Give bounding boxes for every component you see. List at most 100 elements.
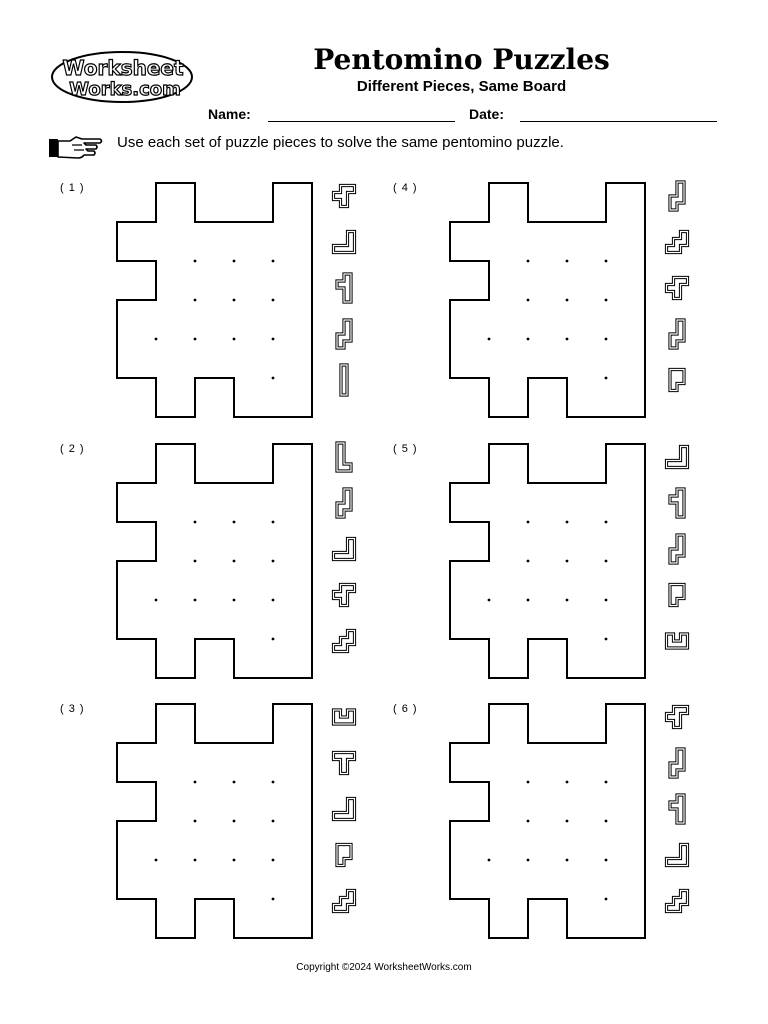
grid-dot [604, 598, 608, 602]
grid-dot [565, 858, 569, 862]
puzzle-board[interactable] [115, 703, 325, 939]
grid-dot [526, 337, 530, 341]
grid-dot [604, 897, 608, 901]
board-outline [116, 703, 313, 939]
pentomino-piece[interactable] [331, 536, 357, 562]
grid-dot [232, 780, 236, 784]
puzzle-number: ( 1 ) [60, 182, 85, 194]
logo-text-line2: Works.com [69, 79, 181, 100]
pentomino-piece[interactable] [668, 747, 686, 779]
pentomino-piece[interactable] [335, 318, 353, 350]
pentomino-piece[interactable] [664, 632, 690, 650]
page-title: Pentomino Puzzles [313, 43, 610, 76]
pentomino-piece[interactable] [664, 842, 690, 868]
grid-dot [565, 819, 569, 823]
puzzle-number: ( 2 ) [60, 443, 85, 455]
pentomino-piece[interactable] [331, 183, 357, 209]
grid-dot [232, 819, 236, 823]
pentomino-piece[interactable] [664, 888, 690, 914]
grid-dot [526, 858, 530, 862]
grid-dot [271, 259, 275, 263]
puzzle-board[interactable] [115, 443, 325, 679]
grid-dot [487, 598, 491, 602]
grid-dot [604, 637, 608, 641]
puzzle-1: ( 1 ) [60, 182, 390, 427]
grid-dot [271, 559, 275, 563]
pentomino-piece[interactable] [331, 750, 357, 776]
puzzle-6: ( 6 ) [393, 703, 723, 948]
grid-dot [604, 559, 608, 563]
pentomino-piece[interactable] [335, 272, 353, 304]
grid-dot [232, 559, 236, 563]
puzzle-board[interactable] [115, 182, 325, 418]
pentomino-piece[interactable] [668, 582, 686, 608]
pentomino-piece[interactable] [331, 888, 357, 914]
grid-dot [565, 559, 569, 563]
board-outline [449, 182, 646, 418]
grid-dot [271, 298, 275, 302]
piece-tray [664, 180, 690, 393]
puzzle-3: ( 3 ) [60, 703, 390, 948]
date-label: Date: [469, 106, 505, 122]
pentomino-piece[interactable] [668, 487, 686, 519]
pentomino-piece[interactable] [335, 487, 353, 519]
pentomino-piece[interactable] [668, 180, 686, 212]
puzzle-number: ( 4 ) [393, 182, 418, 194]
grid-dot [271, 598, 275, 602]
grid-dot [232, 520, 236, 524]
pentomino-piece[interactable] [668, 793, 686, 825]
pentomino-piece[interactable] [331, 796, 357, 822]
puzzle-board[interactable] [448, 703, 658, 939]
board-outline [449, 703, 646, 939]
grid-dot [154, 337, 158, 341]
pentomino-piece[interactable] [339, 363, 349, 397]
grid-dot [565, 520, 569, 524]
puzzle-4: ( 4 ) [393, 180, 723, 427]
grid-dot [604, 819, 608, 823]
piece-tray [664, 704, 690, 914]
grid-dot [526, 598, 530, 602]
board-outline [449, 443, 646, 679]
puzzle-board[interactable] [448, 443, 658, 679]
pentomino-piece[interactable] [664, 444, 690, 470]
pentomino-piece[interactable] [331, 582, 357, 608]
grid-dot [232, 259, 236, 263]
grid-dot [271, 376, 275, 380]
grid-dot [193, 858, 197, 862]
pentomino-piece[interactable] [664, 704, 690, 730]
grid-dot [565, 780, 569, 784]
pentomino-piece[interactable] [664, 275, 690, 301]
puzzle-number: ( 3 ) [60, 703, 85, 715]
grid-dot [604, 780, 608, 784]
grid-dot [526, 259, 530, 263]
grid-dot [271, 337, 275, 341]
pentomino-piece[interactable] [668, 318, 686, 350]
pentomino-piece[interactable] [331, 628, 357, 654]
date-field[interactable] [520, 121, 717, 122]
grid-dot [271, 520, 275, 524]
pentomino-piece[interactable] [335, 441, 353, 473]
grid-dot [193, 559, 197, 563]
grid-dot [271, 858, 275, 862]
grid-dot [193, 780, 197, 784]
grid-dot [154, 598, 158, 602]
grid-dot [487, 337, 491, 341]
grid-dot [154, 858, 158, 862]
pentomino-piece[interactable] [331, 229, 357, 255]
puzzle-board[interactable] [448, 182, 658, 418]
grid-dot [526, 298, 530, 302]
name-field[interactable] [268, 121, 455, 122]
worksheetworks-logo: Worksheet Works.com [51, 51, 193, 103]
pentomino-piece[interactable] [668, 367, 686, 393]
pentomino-piece[interactable] [668, 533, 686, 565]
pentomino-piece[interactable] [331, 708, 357, 726]
grid-dot [271, 780, 275, 784]
puzzle-number: ( 6 ) [393, 703, 418, 715]
grid-dot [193, 337, 197, 341]
grid-dot [526, 559, 530, 563]
puzzle-5: ( 5 ) [393, 443, 723, 688]
pointing-hand-icon [49, 136, 103, 159]
pentomino-piece[interactable] [335, 842, 353, 868]
pentomino-piece[interactable] [664, 229, 690, 255]
grid-dot [604, 298, 608, 302]
